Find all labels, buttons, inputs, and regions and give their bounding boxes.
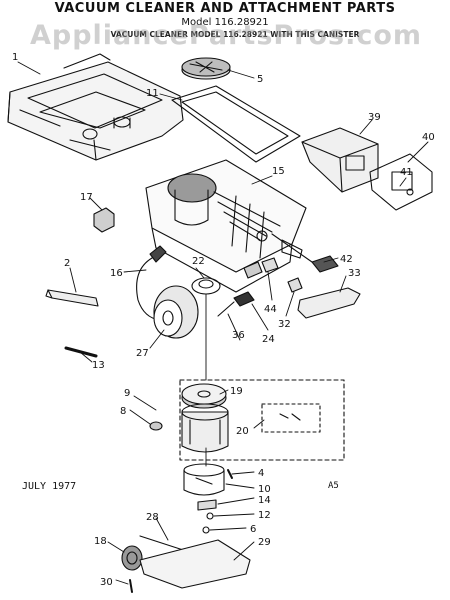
callout-4: 4 (258, 468, 264, 479)
motor-assembly-outline (179, 379, 345, 461)
callout-9: 9 (124, 388, 130, 399)
leader-lines (17, 61, 429, 585)
callout-10: 10 (258, 484, 271, 495)
callout-11: 11 (146, 88, 159, 99)
callout-19: 19 (230, 386, 243, 397)
callout-1: 1 (12, 52, 18, 63)
callout-17: 17 (80, 192, 93, 203)
callout-42: 42 (340, 254, 353, 265)
bottom-screw-drawing (129, 579, 133, 593)
motor-housing-drawing (183, 463, 225, 496)
callout-numbers: 1 5 11 39 40 15 17 41 2 16 22 42 33 44 3… (12, 52, 435, 588)
callout-6: 6 (250, 524, 256, 535)
callout-32: 32 (278, 319, 291, 330)
fittings-drawing (243, 257, 303, 293)
callout-28: 28 (146, 512, 159, 523)
pin-drawing (64, 346, 98, 358)
callout-16: 16 (110, 268, 123, 279)
wheel-drawing (121, 545, 143, 571)
motor-drawing (181, 403, 229, 453)
callout-27: 27 (136, 348, 149, 359)
callout-29: 29 (258, 537, 271, 548)
power-cord-drawing (136, 245, 167, 321)
canister-body-drawing (145, 159, 307, 293)
latch-drawing (45, 289, 99, 307)
callout-24: 24 (262, 334, 275, 345)
callout-20: 20 (236, 426, 249, 437)
filter-drawing (181, 57, 231, 80)
canister-cover-drawing (7, 53, 184, 161)
button-drawing (93, 207, 115, 233)
callout-36: 36 (232, 330, 245, 341)
callout-30: 30 (100, 577, 113, 588)
callout-5: 5 (257, 74, 263, 85)
page-code: A5 (328, 481, 339, 491)
base-plate-drawing (139, 539, 251, 589)
callout-22: 22 (192, 256, 205, 267)
bracket-drawing (301, 127, 379, 193)
screw-drawing (227, 469, 233, 479)
callout-2: 2 (64, 258, 70, 269)
page-subtitle: VACUUM CLEANER MODEL 116.28921 WITH THIS… (110, 30, 360, 39)
callout-15: 15 (272, 166, 285, 177)
callout-14: 14 (258, 495, 271, 506)
switch-plate-drawing (369, 153, 433, 211)
page-title: VACUUM CLEANER AND ATTACHMENT PARTS (54, 1, 396, 16)
callout-39: 39 (368, 112, 381, 123)
callout-12: 12 (258, 510, 271, 521)
callout-40: 40 (422, 132, 435, 143)
callout-33: 33 (348, 268, 361, 279)
cord-reel-drawing (153, 285, 199, 339)
connector-drawing (217, 291, 255, 317)
callout-8: 8 (120, 406, 126, 417)
handle-drawing (297, 287, 361, 319)
ring-drawing (191, 277, 221, 295)
fan-drawing (181, 383, 227, 409)
callout-18: 18 (94, 536, 107, 547)
gasket-drawing (171, 85, 301, 163)
model-number: Model 116.28921 (181, 17, 269, 28)
publication-date: JULY 1977 (22, 481, 77, 492)
bushing-drawing (149, 421, 163, 431)
callout-44: 44 (264, 304, 277, 315)
hardware-drawing (197, 499, 217, 534)
callout-13: 13 (92, 360, 105, 371)
callout-41: 41 (400, 167, 413, 178)
